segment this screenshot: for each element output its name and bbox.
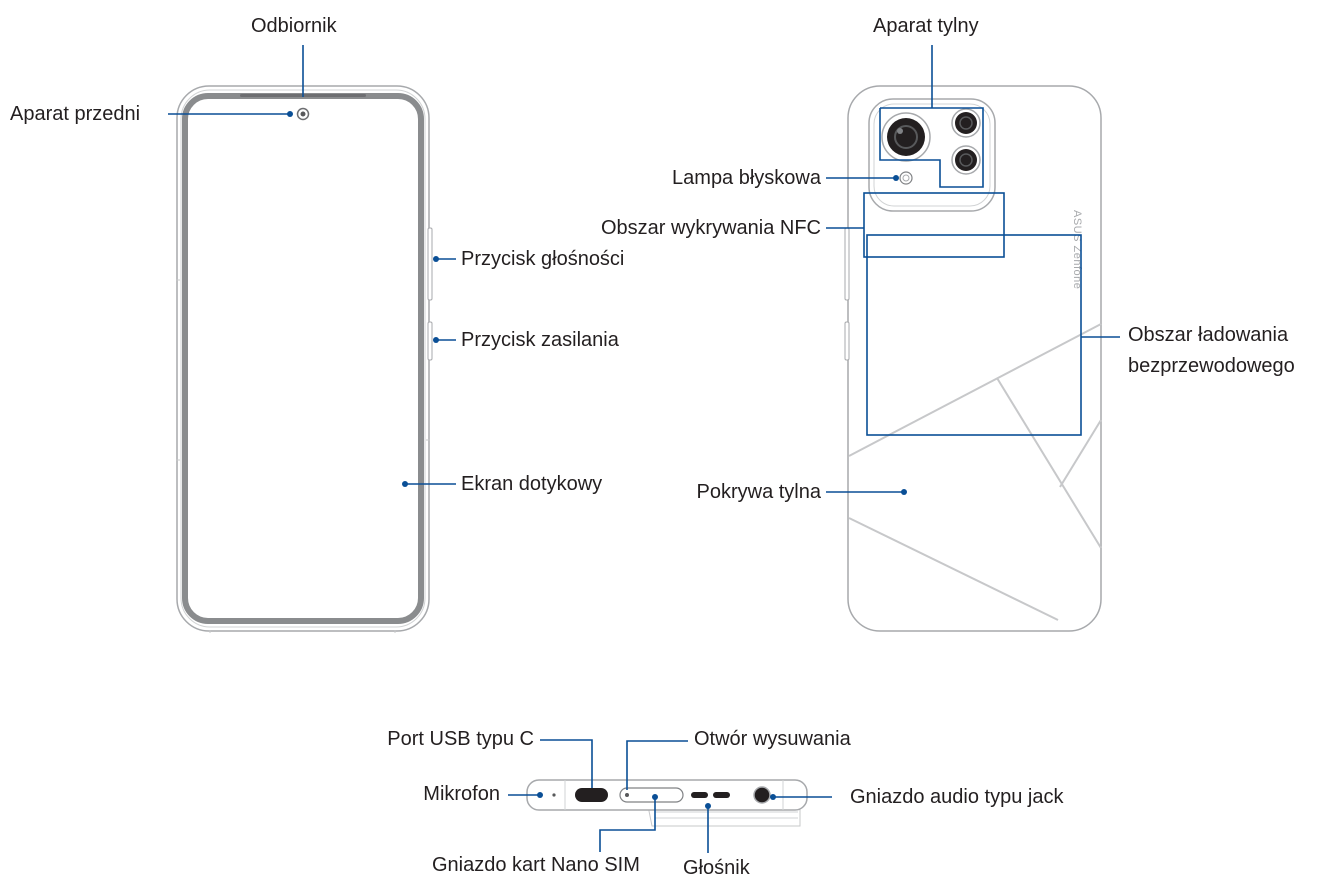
audio-jack-icon — [753, 786, 771, 804]
usb-c-port — [575, 788, 608, 802]
label-glosnik: Głośnik — [683, 857, 750, 879]
callout-usb — [540, 739, 593, 788]
label-gniazdo-sim: Gniazdo kart Nano SIM — [432, 854, 640, 876]
eject-hole — [625, 793, 629, 797]
callout-dot — [893, 175, 899, 181]
label-ekran-dotykowy: Ekran dotykowy — [461, 473, 603, 495]
label-obszar-ladowania-1: Obszar ładowania — [1128, 324, 1289, 346]
sim-tray — [619, 787, 684, 803]
flash-icon — [899, 171, 913, 185]
callout-dot — [433, 337, 439, 343]
callout-dot — [652, 794, 658, 800]
label-aparat-przedni: Aparat przedni — [10, 103, 141, 125]
label-aparat-tylny: Aparat tylny — [873, 15, 979, 37]
label-otwor-wysuwania: Otwór wysuwania — [694, 728, 851, 750]
callout-dot — [433, 256, 439, 262]
speaker-grille-1 — [691, 792, 708, 798]
rear-camera-box — [879, 107, 984, 188]
touch-screen — [182, 93, 424, 624]
front-camera-lens — [300, 111, 306, 117]
bottom-view — [508, 739, 832, 853]
label-obszar-nfc: Obszar wykrywania NFC — [600, 217, 821, 239]
volume-key — [427, 227, 433, 301]
label-odbiornik: Odbiornik — [251, 15, 337, 37]
back-decor-lines — [848, 323, 1102, 621]
speaker-grille-2 — [713, 792, 730, 798]
second-lens-icon — [951, 108, 981, 138]
power-key — [427, 321, 433, 361]
bottom-callouts — [508, 739, 832, 853]
label-przycisk-glosnosci: Przycisk głośności — [461, 248, 625, 270]
brand-text: ASUS Zenfone — [1071, 210, 1083, 289]
callout-dot — [705, 803, 711, 809]
callout-dot — [287, 111, 293, 117]
microphone-hole — [552, 793, 556, 797]
front-callouts — [168, 45, 456, 487]
label-obszar-ladowania-2: bezprzewodowego — [1128, 355, 1295, 377]
main-lens-icon — [881, 112, 931, 162]
front-view — [168, 45, 456, 633]
label-pokrywa-tylna: Pokrywa tylna — [696, 481, 822, 503]
callout-dot — [901, 489, 907, 495]
nfc-area-box — [863, 192, 1005, 258]
wireless-charging-box — [866, 234, 1082, 436]
callout-otwor — [626, 740, 688, 790]
back-left-key-2 — [844, 321, 850, 361]
label-przycisk-zasilania: Przycisk zasilania — [461, 329, 619, 351]
callout-sim — [599, 797, 656, 852]
callout-dot — [402, 481, 408, 487]
back-view: ASUS Zenfone — [826, 45, 1120, 632]
back-left-key-1 — [844, 227, 850, 301]
label-port-usb: Port USB typu C — [387, 728, 534, 750]
label-gniazdo-audio: Gniazdo audio typu jack — [850, 786, 1064, 808]
third-lens-icon — [951, 145, 981, 175]
label-mikrofon: Mikrofon — [423, 783, 500, 805]
back-highlights — [863, 107, 1082, 436]
callout-dot — [537, 792, 543, 798]
callout-dot — [770, 794, 776, 800]
back-callouts — [826, 45, 1120, 495]
label-lampa-blyskowa: Lampa błyskowa — [672, 167, 821, 189]
